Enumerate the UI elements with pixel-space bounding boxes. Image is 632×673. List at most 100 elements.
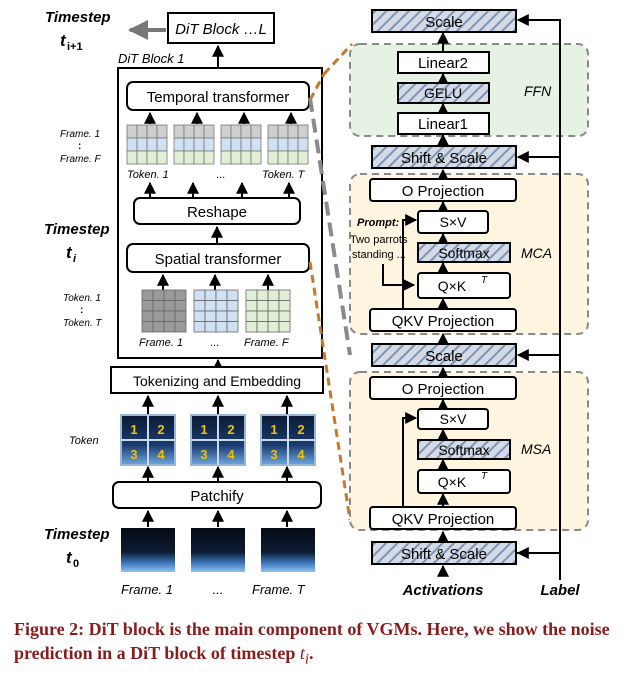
- softmax-mca-box: [417, 242, 511, 263]
- token-t-label: Token. T: [262, 169, 306, 181]
- token-cell: [226, 310, 239, 322]
- temporal-transformer-text: Temporal transformer: [147, 89, 290, 106]
- patch-number: 4: [227, 447, 235, 462]
- frame-1-label-upper: Frame. 1: [60, 129, 100, 140]
- token-cell: [245, 289, 258, 301]
- token-cell: [193, 124, 205, 139]
- token-label: Token: [69, 435, 99, 447]
- token-cell: [278, 321, 291, 333]
- token-cell: [204, 289, 217, 301]
- qk-msa-text: Q×K: [438, 474, 467, 490]
- frame-ellipsis-spatial: ...: [210, 337, 219, 349]
- qk-mca-sup: T: [481, 275, 488, 286]
- right-panel: Scale Linear2 GELU FFN Linear1 Shift & S…: [349, 9, 589, 599]
- token-1-label: Token. 1: [127, 169, 169, 181]
- token-cell: [156, 137, 168, 152]
- token-cell: [163, 289, 176, 301]
- shift-scale-lower-text: Shift & Scale: [401, 546, 487, 563]
- token-cell: [215, 289, 228, 301]
- token-cell: [183, 137, 195, 152]
- token-cell: [136, 150, 148, 165]
- token-cell: [256, 289, 269, 301]
- spatial-grid: [245, 289, 291, 333]
- token-cell: [230, 137, 242, 152]
- token-cell: [146, 137, 158, 152]
- token-cell: [152, 321, 165, 333]
- patch-number: 2: [297, 422, 304, 437]
- mca-label: MCA: [521, 245, 552, 261]
- scale-top-box: [371, 9, 517, 33]
- zoom-connector-bottom: [308, 261, 352, 521]
- token-cell: [174, 289, 187, 301]
- shift-scale-lower-box: [371, 541, 517, 565]
- token-cell: [174, 321, 187, 333]
- patch-number: 4: [297, 447, 305, 462]
- figure-caption: Figure 2: DiT block is the main componen…: [14, 617, 620, 672]
- token-cell: [267, 300, 280, 312]
- frame-f-label-spatial: Frame. F: [244, 337, 290, 349]
- token-cell: [141, 289, 154, 301]
- scale-mid-text: Scale: [425, 348, 463, 365]
- token-cell: [277, 124, 289, 139]
- temporal-grid: [173, 124, 215, 165]
- token-cell: [141, 300, 154, 312]
- token-cell: [173, 137, 185, 152]
- token-cell: [267, 124, 279, 139]
- token-cell: [256, 300, 269, 312]
- sxv-mca-text: S×V: [440, 214, 468, 230]
- token-cell: [297, 124, 309, 139]
- o-projection-mca-box: [369, 178, 517, 202]
- token-cell: [136, 137, 148, 152]
- token-cell: [297, 150, 309, 165]
- token-cell: [220, 137, 232, 152]
- softmax-msa-text: Softmax: [438, 442, 489, 458]
- tokenizing-text: Tokenizing and Embedding: [133, 373, 301, 389]
- temporal-grid: [220, 124, 262, 165]
- qk-mca-box: [417, 272, 511, 299]
- token-cell: [267, 289, 280, 301]
- token-ellipsis-upper: ...: [216, 169, 225, 181]
- token-cell: [152, 300, 165, 312]
- token-cell: [250, 150, 262, 165]
- timestep-first-label: Timestep: [44, 526, 110, 543]
- o-projection-msa-box: [369, 376, 517, 400]
- token-cell: [152, 310, 165, 322]
- token-cell: [146, 150, 158, 165]
- timestep-next-label: Timestep: [45, 9, 111, 26]
- token-cell: [126, 150, 138, 165]
- token-cell: [226, 289, 239, 301]
- token-cell: [287, 150, 299, 165]
- token-cell: [126, 124, 138, 139]
- caption-text: Figure 2: DiT block is the main componen…: [14, 619, 610, 663]
- linear2-text: Linear2: [418, 55, 468, 72]
- zoom-connector-gray: [308, 97, 352, 356]
- timestep-mid-label: Timestep: [44, 221, 110, 238]
- token-cell: [267, 150, 279, 165]
- token-cell: [277, 137, 289, 152]
- prompt-text-1: Two parrots: [350, 234, 408, 246]
- patch-number: 3: [200, 447, 207, 462]
- token-cell: [152, 289, 165, 301]
- timestep-next-sub: i+1: [67, 41, 83, 53]
- frame-image-3: [261, 528, 315, 572]
- qkv-mca-text: QKV Projection: [392, 313, 495, 330]
- token-cell: [220, 124, 232, 139]
- dit-diagram: Timestep t i+1 DiT Block …L DiT Block 1 …: [44, 9, 589, 599]
- patch-number: 2: [157, 422, 164, 437]
- token-cell: [156, 124, 168, 139]
- timestep-next-var: t: [60, 31, 67, 50]
- o-projection-mca-text: O Projection: [402, 183, 485, 200]
- token-cell: [245, 321, 258, 333]
- token-cell: [215, 300, 228, 312]
- temporal-grid: [267, 124, 309, 165]
- token-cell: [203, 137, 215, 152]
- caption-end: .: [309, 643, 314, 663]
- token-cell: [267, 321, 280, 333]
- qk-mca-text: Q×K: [438, 278, 467, 294]
- token-cell: [163, 300, 176, 312]
- patch-number: 3: [130, 447, 137, 462]
- dit-block-title: DiT Block 1: [118, 51, 184, 66]
- token-1-label-spatial: Token. 1: [63, 293, 101, 304]
- token-cell: [163, 310, 176, 322]
- token-cell: [203, 150, 215, 165]
